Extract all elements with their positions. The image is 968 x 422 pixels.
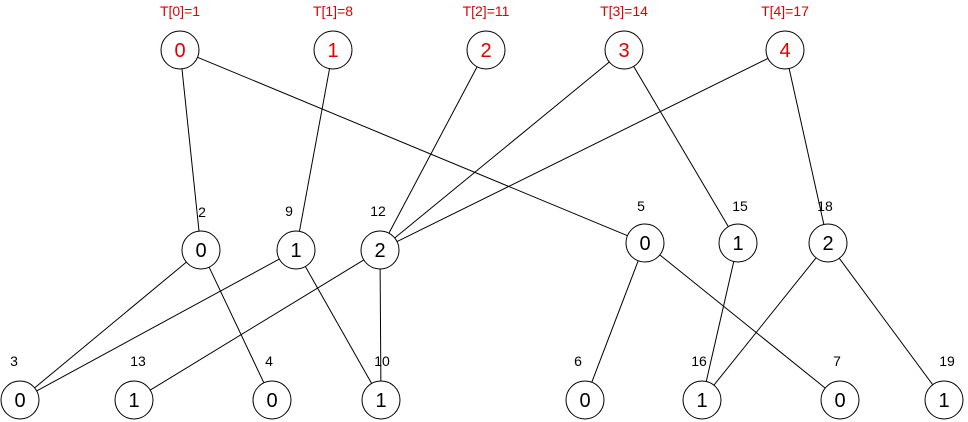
edge-r1-m9 (298, 68, 331, 232)
node-id-label: 12 (370, 203, 386, 219)
node-b6: 06 (565, 353, 605, 420)
node-id-label: 16 (691, 353, 707, 369)
node-id-label: 13 (130, 353, 146, 369)
node-m12: 2 12 (360, 203, 400, 270)
node-label: 0 (579, 390, 590, 412)
node-circle (0, 380, 40, 420)
node-circle (160, 30, 200, 70)
node-label: 1 (327, 40, 338, 62)
node-circle (466, 30, 506, 70)
edge-m15-b16 (705, 261, 735, 382)
top-label-1: T[1]=8 (313, 3, 353, 19)
node-b4: 04 (252, 353, 292, 420)
edge-r3-m12 (394, 61, 610, 239)
node-label: 4 (779, 40, 790, 62)
node-circle (625, 223, 665, 263)
node-label: 1 (375, 390, 386, 412)
node-label: 0 (266, 390, 277, 412)
edge-m2-b3 (34, 261, 187, 389)
node-id-label: 5 (637, 198, 645, 214)
node-circle (361, 380, 401, 420)
node-b7: 07 (820, 353, 860, 420)
node-id-label: 4 (265, 353, 273, 369)
edge-m9-b3 (36, 258, 280, 392)
node-id-label: 15 (732, 198, 748, 214)
node-label: 3 (618, 40, 629, 62)
edge-r2-m12 (388, 66, 478, 234)
node-label: 1 (696, 390, 707, 412)
node-r4: 4 (765, 30, 805, 70)
node-m9: 19 (276, 203, 316, 270)
node-m5: 05 (625, 198, 665, 263)
node-circle (114, 380, 154, 420)
edge-m12-b10 (379, 268, 382, 382)
node-r3: 3 (604, 30, 644, 70)
node-m2: 02 (181, 204, 221, 270)
top-label-4: T[4]=17 (761, 3, 809, 19)
node-label: 1 (732, 233, 743, 255)
node-b3: 03 (0, 353, 40, 420)
node-circle (313, 30, 353, 70)
node-circle (924, 380, 964, 420)
edge-m18-b19 (838, 257, 934, 386)
edge-m5-b6 (591, 260, 639, 383)
node-label: 2 (374, 240, 385, 262)
node-circle (765, 30, 805, 70)
node-id-label: 9 (285, 203, 293, 219)
node-id-label: 19 (939, 353, 955, 369)
node-b10: 1 10 (361, 353, 401, 420)
edge-m9-b10 (304, 266, 373, 384)
edge-r3-m15 (633, 66, 729, 227)
node-id-label: 3 (10, 353, 18, 369)
node-label: 0 (639, 233, 650, 255)
edge-layer (34, 56, 934, 392)
edge-m2-b4 (208, 266, 265, 384)
node-b19: 1 19 (924, 353, 964, 420)
node-label: 1 (290, 240, 301, 262)
node-circle (808, 223, 848, 263)
node-m18: 2 18 (808, 198, 848, 263)
edge-m12-b13 (149, 259, 365, 391)
edge-r4-m18 (788, 68, 825, 225)
edge-m5-b7 (659, 254, 826, 389)
node-circle (565, 380, 605, 420)
node-r1: 1 (313, 30, 353, 70)
edge-r0-m2 (181, 68, 200, 232)
node-b13: 1 13 (114, 353, 154, 420)
node-b16: 1 16 (682, 353, 722, 420)
node-m15: 1 15 (718, 198, 758, 263)
node-label: 1 (128, 390, 139, 412)
node-circle (718, 223, 758, 263)
node-circle (820, 380, 860, 420)
top-label-2: T[2]=11 (463, 3, 510, 19)
node-circle (252, 380, 292, 420)
node-r0: 0 (160, 30, 200, 70)
top-label-layer: T[0]=1 T[1]=8 T[2]=11 T[3]=14 T[4]=17 (160, 3, 809, 19)
node-label: 0 (195, 240, 206, 262)
node-label: 1 (938, 390, 949, 412)
node-label: 2 (480, 40, 491, 62)
node-id-label: 2 (198, 204, 206, 220)
top-label-0: T[0]=1 (160, 3, 200, 19)
node-id-label: 6 (574, 353, 582, 369)
node-id-label: 18 (817, 198, 833, 214)
node-circle (682, 380, 722, 420)
edge-m18-b16 (713, 257, 817, 386)
node-circle (276, 230, 316, 270)
node-label: 0 (174, 40, 185, 62)
node-circle (181, 230, 221, 270)
edge-r4-m12 (396, 57, 769, 243)
node-label: 0 (834, 390, 845, 412)
node-id-label: 7 (833, 353, 841, 369)
node-label: 2 (822, 233, 833, 255)
node-label: 0 (14, 390, 25, 412)
node-circle (604, 30, 644, 70)
node-id-label: 10 (374, 353, 390, 369)
edge-r0-m5 (197, 56, 628, 237)
node-circle (360, 230, 400, 270)
top-label-3: T[3]=14 (600, 3, 648, 19)
node-r2: 2 (466, 30, 506, 70)
